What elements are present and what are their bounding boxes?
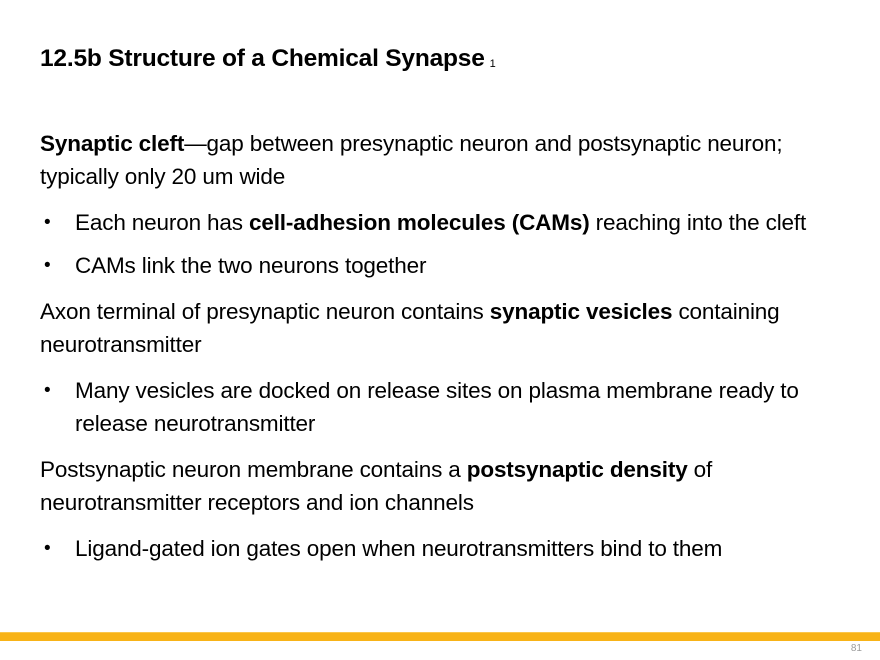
paragraph-postsynaptic-density-post: of neurotransmitter receptors and ion ch… [40, 457, 713, 515]
bullet-cams-link-neurons: • CAMs link the two neurons together [40, 250, 850, 283]
bullet-cell-adhesion-molecules-text: Each neuron has cell-adhesion molecules … [75, 207, 820, 240]
paragraph-axon-terminal-post: containing neurotransmitter [40, 299, 780, 357]
bullet-cell-adhesion-molecules: • Each neuron has cell-adhesion molecule… [40, 207, 850, 240]
bullet-ligand-gated-ion-gates-text: Ligand-gated ion gates open when neurotr… [75, 536, 723, 561]
bullet-dot-icon: • [44, 212, 51, 233]
paragraph-postsynaptic-density-pre: Postsynaptic neuron membrane contains a [40, 457, 467, 482]
term-synaptic-vesicles: synaptic vesicles [489, 299, 673, 324]
slide-body: Synaptic cleft—gap between presynaptic n… [40, 128, 850, 576]
page-title-text: 12.5b Structure of a Chemical Synapse [40, 45, 485, 72]
bullet-text-pre: Each neuron has [75, 210, 249, 235]
bullet-dot-icon: • [44, 380, 51, 401]
term-postsynaptic-density: postsynaptic density [466, 457, 688, 482]
bullet-dot-icon: • [44, 254, 51, 276]
term-cams: cell-adhesion molecules (CAMs) [248, 210, 590, 235]
page-number: 81 [850, 643, 862, 654]
paragraph-synaptic-cleft-rest: —gap between presynaptic neuron and post… [40, 131, 783, 189]
page-title-superscript: 1 [489, 58, 496, 70]
bullet-ligand-gated-ion-gates: • Ligand-gated ion gates open when neuro… [40, 533, 850, 566]
page-title: 12.5b Structure of a Chemical Synapse 1 [40, 45, 496, 73]
bullet-dot-icon: • [44, 538, 51, 559]
paragraph-synaptic-cleft: Synaptic cleft—gap between presynaptic n… [40, 128, 850, 193]
bullet-cams-link-neurons-text: CAMs link the two neurons together [75, 252, 427, 278]
footer-accent-bar [0, 632, 880, 641]
bullet-text-post: reaching into the cleft [589, 210, 807, 235]
paragraph-axon-terminal-pre: Axon terminal of presynaptic neuron cont… [40, 299, 490, 324]
bullet-vesicles-docked-text: Many vesicles are docked on release site… [75, 378, 799, 436]
term-synaptic-cleft: Synaptic cleft [40, 131, 185, 156]
paragraph-axon-terminal: Axon terminal of presynaptic neuron cont… [40, 296, 850, 361]
paragraph-postsynaptic-density: Postsynaptic neuron membrane contains a … [40, 454, 850, 519]
bullet-vesicles-docked: • Many vesicles are docked on release si… [40, 375, 850, 440]
